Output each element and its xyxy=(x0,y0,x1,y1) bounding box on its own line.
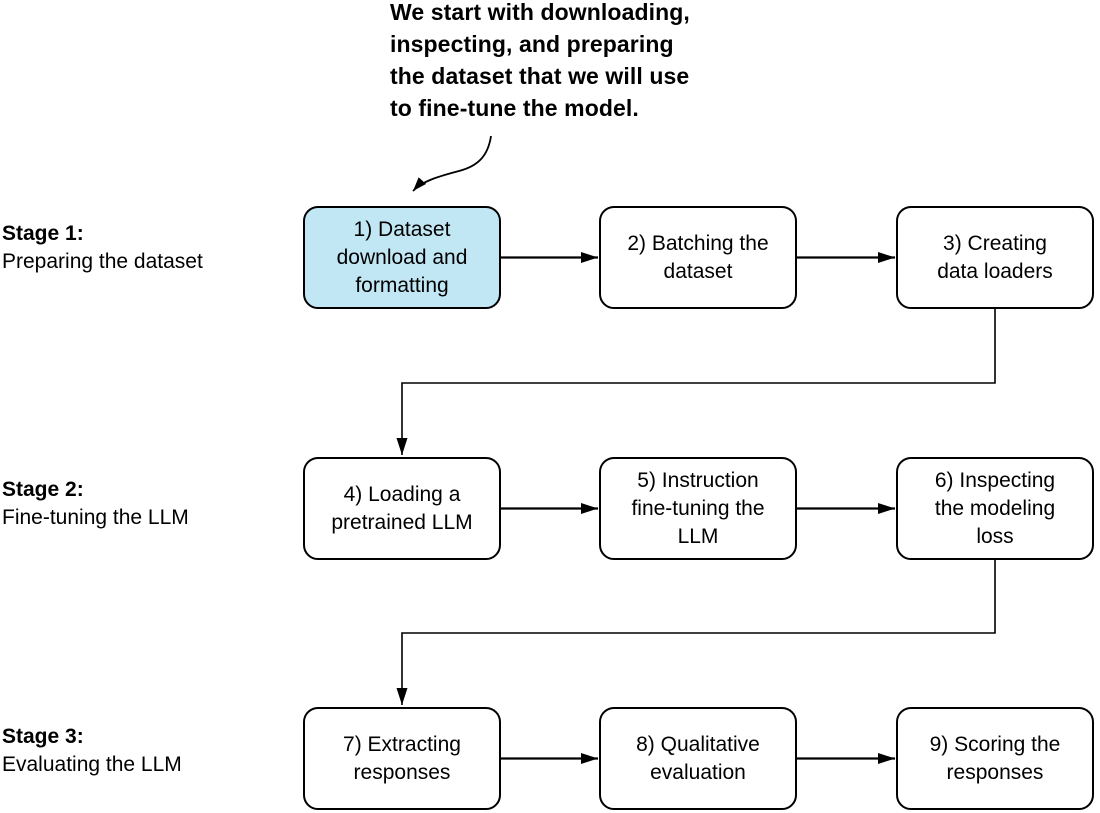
box-4-loading-pretrained-llm: 4) Loading a pretrained LLM xyxy=(303,457,501,560)
stage-3-subtitle: Evaluating the LLM xyxy=(2,753,182,776)
box-8-qualitative-evaluation: 8) Qualitative evaluation xyxy=(599,707,797,810)
box-3-creating-data-loaders: 3) Creating data loaders xyxy=(896,206,1094,309)
box-6-inspecting-modeling-loss: 6) Inspecting the modeling loss xyxy=(896,457,1094,560)
connector-box6-box7 xyxy=(396,560,996,705)
stage-1-label: Stage 1: Preparing the dataset xyxy=(2,220,203,276)
annotation-note: We start with downloading, inspecting, a… xyxy=(390,0,690,121)
box-5-instruction-fine-tuning-llm: 5) Instruction fine-tuning the LLM xyxy=(599,457,797,560)
box-2-batching-the-dataset: 2) Batching the dataset xyxy=(599,206,797,309)
box-9-scoring-the-responses: 9) Scoring the responses xyxy=(896,707,1094,810)
stage-2-title: Stage 2: xyxy=(2,478,84,501)
stage-2-subtitle: Fine-tuning the LLM xyxy=(2,506,189,529)
box-1-dataset-download-formatting: 1) Dataset download and formatting xyxy=(303,206,501,309)
stage-1-subtitle: Preparing the dataset xyxy=(2,250,203,273)
box-7-extracting-responses: 7) Extracting responses xyxy=(303,707,501,810)
annotation-curved-arrow xyxy=(412,135,492,192)
stage-2-label: Stage 2: Fine-tuning the LLM xyxy=(2,476,189,532)
connector-box3-box4 xyxy=(396,309,996,455)
stage-3-label: Stage 3: Evaluating the LLM xyxy=(2,723,182,779)
stage-3-title: Stage 3: xyxy=(2,725,84,748)
stage-1-title: Stage 1: xyxy=(2,222,84,245)
